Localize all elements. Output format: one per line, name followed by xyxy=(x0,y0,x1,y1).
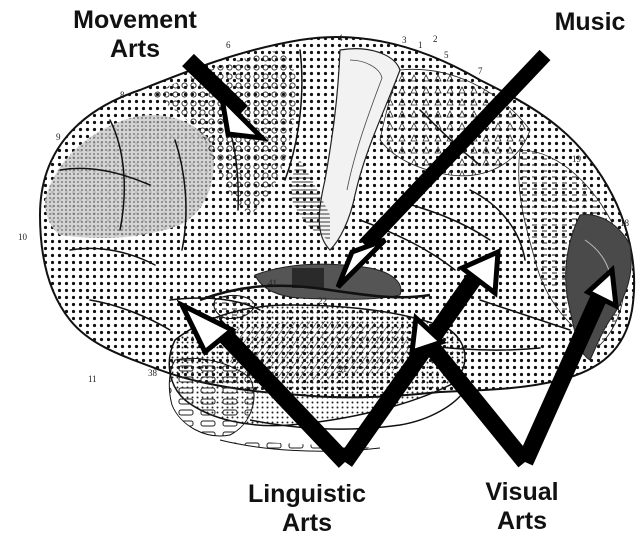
label-linguistic-arts: Linguistic Arts xyxy=(232,482,382,536)
label-visual-line2: Arts xyxy=(462,509,582,534)
label-music-line1: Music xyxy=(545,10,635,35)
label-movement-line2: Arts xyxy=(60,37,210,62)
area-number-41: 41 xyxy=(268,278,277,288)
area-number-5: 5 xyxy=(444,50,449,60)
label-visual-arts: Visual Arts xyxy=(462,480,582,534)
label-movement-line1: Movement xyxy=(60,8,210,33)
area-number-6: 6 xyxy=(226,40,231,50)
label-linguistic-line2: Arts xyxy=(232,511,382,536)
area-number-19: 19 xyxy=(572,154,582,164)
area-number-21: 21 xyxy=(338,364,347,374)
area-number-1: 1 xyxy=(418,40,423,50)
area-number-38: 38 xyxy=(148,368,158,378)
area-number-18: 18 xyxy=(620,218,630,228)
label-music: Music xyxy=(545,10,635,35)
area-number-9: 9 xyxy=(56,132,61,142)
area-number-2: 2 xyxy=(433,34,438,44)
area-number-3: 3 xyxy=(402,35,407,45)
area-number-8: 8 xyxy=(120,90,125,100)
area-number-7: 7 xyxy=(478,66,483,76)
label-movement-arts: Movement Arts xyxy=(60,8,210,62)
area-number-22: 22 xyxy=(318,296,327,306)
label-linguistic-line1: Linguistic xyxy=(232,482,382,507)
label-visual-line1: Visual xyxy=(462,480,582,505)
area-number-10: 10 xyxy=(18,232,28,242)
area-number-11: 11 xyxy=(88,374,97,384)
area-number-4: 4 xyxy=(338,33,343,43)
